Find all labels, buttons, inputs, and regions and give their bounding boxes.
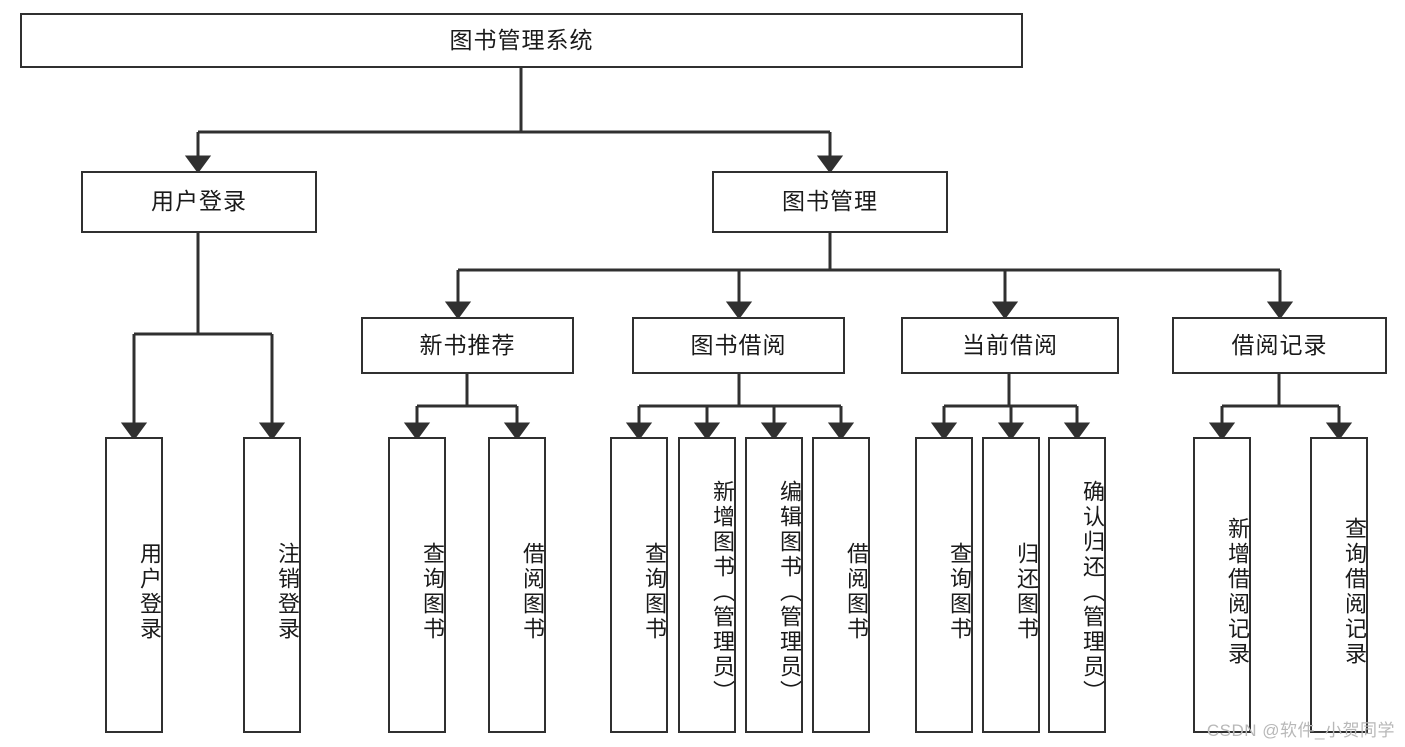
node-book-borrow[interactable]: 图书借阅 xyxy=(632,317,845,374)
node-borrow-record[interactable]: 借阅记录 xyxy=(1172,317,1387,374)
node-label: 图书管理 xyxy=(782,188,878,215)
leaf-borrow-record-add-record[interactable]: 新增借阅记录 xyxy=(1193,437,1251,733)
leaf-new-book-query-book[interactable]: 查询图书 xyxy=(388,437,446,733)
node-root-book-management-system[interactable]: 图书管理系统 xyxy=(20,13,1023,68)
node-label: 编辑图书（管理员） xyxy=(777,479,802,705)
node-label: 图书管理系统 xyxy=(449,26,594,53)
csdn-watermark: CSDN @软件_小贺同学 xyxy=(1206,721,1395,740)
leaf-current-borrow-confirm-return-admin[interactable]: 确认归还（管理员） xyxy=(1048,437,1106,733)
node-label: 归还图书 xyxy=(1014,542,1039,642)
node-label: 新增借阅记录 xyxy=(1225,517,1250,667)
leaf-user-login-login[interactable]: 用户登录 xyxy=(105,437,163,733)
leaf-current-borrow-query-book[interactable]: 查询图书 xyxy=(915,437,973,733)
leaf-new-book-borrow-book[interactable]: 借阅图书 xyxy=(488,437,546,733)
node-label: 用户登录 xyxy=(151,188,247,215)
node-label: 图书借阅 xyxy=(690,331,787,358)
node-label: 用户登录 xyxy=(137,542,162,642)
node-label: 新书推荐 xyxy=(419,331,516,358)
node-user-login[interactable]: 用户登录 xyxy=(81,171,317,233)
leaf-user-login-logout[interactable]: 注销登录 xyxy=(243,437,301,733)
node-label: 查询借阅记录 xyxy=(1342,517,1367,667)
leaf-current-borrow-return-book[interactable]: 归还图书 xyxy=(982,437,1040,733)
leaf-book-borrow-borrow-book[interactable]: 借阅图书 xyxy=(812,437,870,733)
leaf-book-borrow-add-book-admin[interactable]: 新增图书（管理员） xyxy=(678,437,736,733)
node-label: 借阅图书 xyxy=(520,542,545,642)
node-label: 借阅图书 xyxy=(844,542,869,642)
node-label: 确认归还（管理员） xyxy=(1080,479,1105,705)
leaf-borrow-record-query-record[interactable]: 查询借阅记录 xyxy=(1310,437,1368,733)
node-label: 借阅记录 xyxy=(1231,331,1328,358)
node-book-management[interactable]: 图书管理 xyxy=(712,171,948,233)
node-label: 查询图书 xyxy=(947,542,972,642)
node-label: 查询图书 xyxy=(420,542,445,642)
node-label: 新增图书（管理员） xyxy=(710,479,735,705)
node-current-borrow[interactable]: 当前借阅 xyxy=(901,317,1119,374)
leaf-book-borrow-query-book[interactable]: 查询图书 xyxy=(610,437,668,733)
node-label: 注销登录 xyxy=(275,542,300,642)
node-new-book-recommend[interactable]: 新书推荐 xyxy=(361,317,574,374)
node-label: 查询图书 xyxy=(642,542,667,642)
node-label: 当前借阅 xyxy=(962,331,1058,358)
leaf-book-borrow-edit-book-admin[interactable]: 编辑图书（管理员） xyxy=(745,437,803,733)
